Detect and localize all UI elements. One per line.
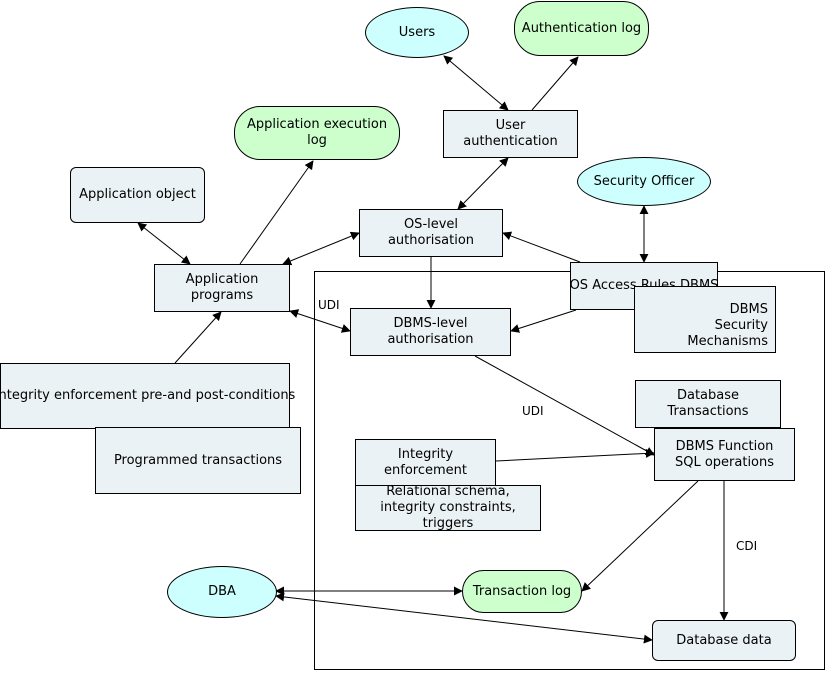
user-authentication-label: User authentication bbox=[463, 118, 558, 149]
programmed-transactions-node: Programmed transactions bbox=[95, 427, 301, 494]
application-programs-node: Application programs bbox=[154, 264, 290, 312]
edge-osaccess-dbmslevel bbox=[510, 309, 577, 333]
os-level-authorisation-node: OS-level authorisation bbox=[359, 209, 503, 257]
integrity-enforcement-node: Integrity enforcement bbox=[355, 439, 496, 487]
edge-users-userauth bbox=[443, 55, 509, 111]
os-level-authorisation-label: OS-level authorisation bbox=[387, 217, 475, 248]
edge-appobj-appprog bbox=[137, 222, 191, 265]
relational-schema-line2: integrity constraints, triggers bbox=[380, 500, 516, 531]
integrity-pre-post-label: Integrity enforcement pre-and post-condi… bbox=[0, 388, 296, 403]
application-object-node: Application object bbox=[70, 167, 205, 223]
edge-userauth-oslevel bbox=[457, 157, 509, 210]
dbms-security-line1: DBMS bbox=[729, 302, 768, 317]
database-transactions-node: Database Transactions bbox=[635, 380, 781, 428]
transaction-log-node: Transaction log bbox=[462, 570, 582, 613]
edge-appprog-execlog bbox=[239, 160, 314, 265]
edge-osaccess-oslevel bbox=[502, 231, 581, 263]
application-object-label: Application object bbox=[79, 187, 196, 202]
integrity-enforcement-label: Integrity enforcement bbox=[384, 447, 467, 478]
edge-dbmsfunction-translog bbox=[581, 480, 699, 592]
dbms-boundary bbox=[314, 271, 825, 670]
application-execution-log-label: Application execution log bbox=[246, 117, 388, 148]
application-programs-label: Application programs bbox=[185, 272, 259, 303]
dbms-function-node: DBMS Function SQL operations bbox=[654, 428, 795, 481]
cdi-label: CDI bbox=[736, 539, 758, 553]
relational-schema-node: Relational schema, integrity constraints… bbox=[355, 484, 541, 531]
dba-node: DBA bbox=[167, 566, 277, 618]
edge-integrity-appprog bbox=[174, 311, 222, 364]
user-authentication-node: User authentication bbox=[443, 110, 578, 158]
relational-schema-line1: Relational schema, bbox=[386, 484, 510, 499]
security-officer-label: Security Officer bbox=[593, 173, 695, 189]
integrity-pre-post-node: Integrity enforcement pre-and post-condi… bbox=[0, 363, 295, 429]
dbms-function-line1: DBMS Function bbox=[675, 438, 774, 454]
users-node: Users bbox=[365, 7, 469, 58]
dbms-function-line2: SQL operations bbox=[674, 454, 775, 470]
edge-dba-dbdata bbox=[275, 592, 653, 644]
edge-appprog-oslevel bbox=[282, 231, 360, 266]
udi-label-dbms: UDI bbox=[522, 404, 544, 418]
security-officer-node: Security Officer bbox=[577, 157, 711, 206]
database-transactions-label: Database Transactions bbox=[667, 388, 749, 419]
dbms-security-mechanisms-node: DBMS Security Mechanisms bbox=[634, 286, 776, 353]
edge-dbmslevel-dbmsfunction bbox=[474, 355, 655, 456]
edge-userauth-authlog bbox=[531, 56, 579, 111]
udi-label-app: UDI bbox=[318, 298, 340, 312]
transaction-log-label: Transaction log bbox=[472, 583, 572, 599]
dbms-security-line2: Security Mechanisms bbox=[687, 318, 768, 349]
application-execution-log-node: Application execution log bbox=[234, 106, 400, 160]
dbms-level-authorisation-label: DBMS-level authorisation bbox=[387, 316, 474, 347]
authentication-log-label: Authentication log bbox=[521, 20, 642, 36]
programmed-transactions-label: Programmed transactions bbox=[113, 452, 283, 468]
edge-appprog-dbmslevel bbox=[289, 309, 351, 333]
edge-integrityenf-dbmsfunction bbox=[495, 448, 655, 462]
authentication-log-node: Authentication log bbox=[514, 1, 649, 56]
dba-label: DBA bbox=[208, 584, 236, 599]
dbms-level-authorisation-node: DBMS-level authorisation bbox=[350, 308, 511, 356]
database-data-node: Database data bbox=[652, 620, 796, 661]
database-data-label: Database data bbox=[676, 632, 772, 648]
users-label: Users bbox=[398, 24, 436, 40]
